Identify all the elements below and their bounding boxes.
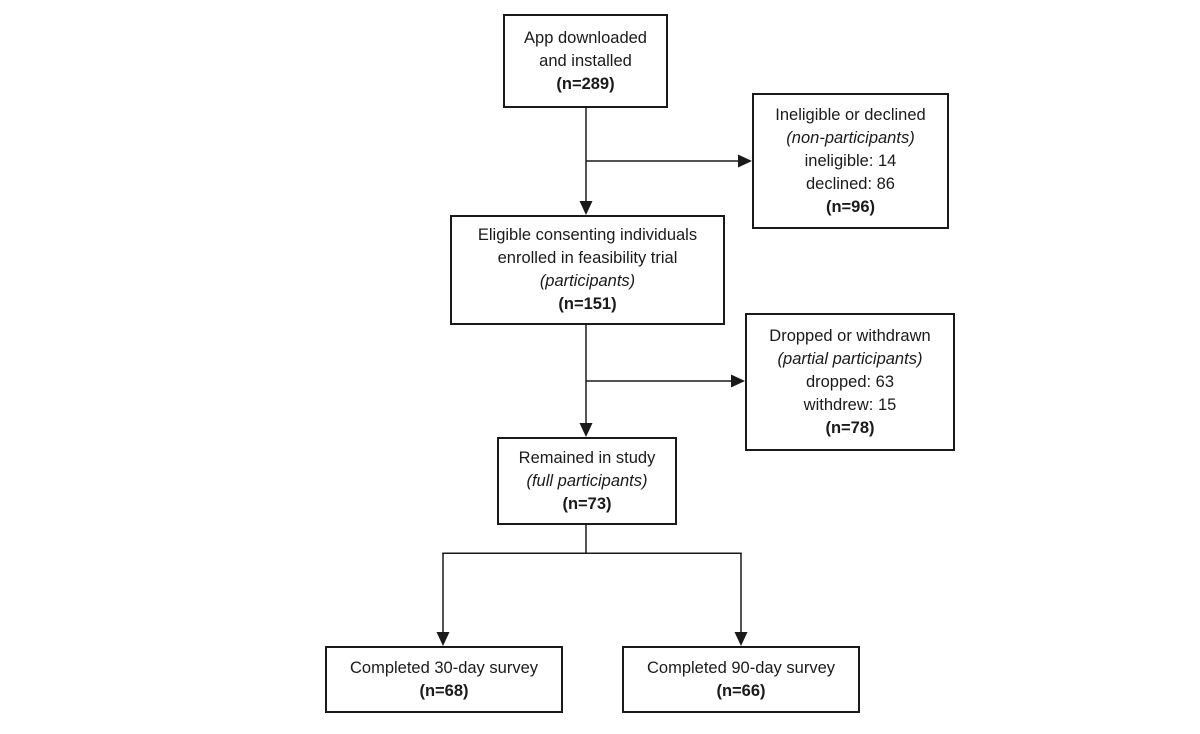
box-dropped-withdrawn: Dropped or withdrawn (partial participan…	[745, 313, 955, 451]
box-count: (n=151)	[558, 295, 617, 313]
box-line: and installed	[539, 51, 632, 70]
box-line: enrolled in feasibility trial	[497, 249, 678, 267]
arrowhead-down-icon	[436, 632, 450, 646]
box-line: Ineligible or declined	[775, 105, 926, 124]
box-count: (n=73)	[562, 494, 612, 513]
box-count: (n=68)	[419, 681, 469, 700]
box-count: (n=289)	[556, 74, 615, 93]
arrowhead-down-icon	[734, 632, 748, 646]
box-detail: ineligible: 14	[804, 151, 897, 170]
box-subtitle: (participants)	[539, 272, 636, 290]
box-subtitle: (partial participants)	[777, 349, 923, 368]
box-line: Remained in study	[518, 448, 656, 467]
box-eligible-enrolled: Eligible consenting individuals enrolled…	[450, 215, 725, 325]
box-subtitle: (non-participants)	[786, 128, 915, 147]
arrowhead-down-icon	[579, 423, 593, 437]
box-detail: withdrew: 15	[803, 395, 897, 414]
box-completed-90-day-survey: Completed 90-day survey (n=66)	[622, 646, 860, 713]
box-completed-30-day-survey: Completed 30-day survey (n=68)	[325, 646, 563, 713]
box-app-downloaded: App downloaded and installed (n=289)	[503, 14, 668, 108]
box-count: (n=78)	[825, 418, 875, 437]
box-count: (n=66)	[716, 681, 766, 700]
box-remained-in-study: Remained in study (full participants) (n…	[497, 437, 677, 525]
arrowhead-right-icon	[731, 374, 745, 388]
arrowhead-down-icon	[579, 201, 593, 215]
box-line: Completed 30-day survey	[349, 658, 538, 677]
box-detail: declined: 86	[806, 174, 895, 193]
box-detail: dropped: 63	[805, 372, 895, 391]
box-line: App downloaded	[524, 28, 647, 47]
box-ineligible-declined: Ineligible or declined (non-participants…	[752, 93, 949, 229]
box-subtitle: (full participants)	[526, 471, 648, 490]
box-line: Dropped or withdrawn	[769, 326, 931, 345]
arrowhead-right-icon	[738, 154, 752, 168]
box-line: Completed 90-day survey	[646, 658, 835, 677]
box-count: (n=96)	[825, 197, 876, 216]
box-line: Eligible consenting individuals	[477, 226, 698, 244]
